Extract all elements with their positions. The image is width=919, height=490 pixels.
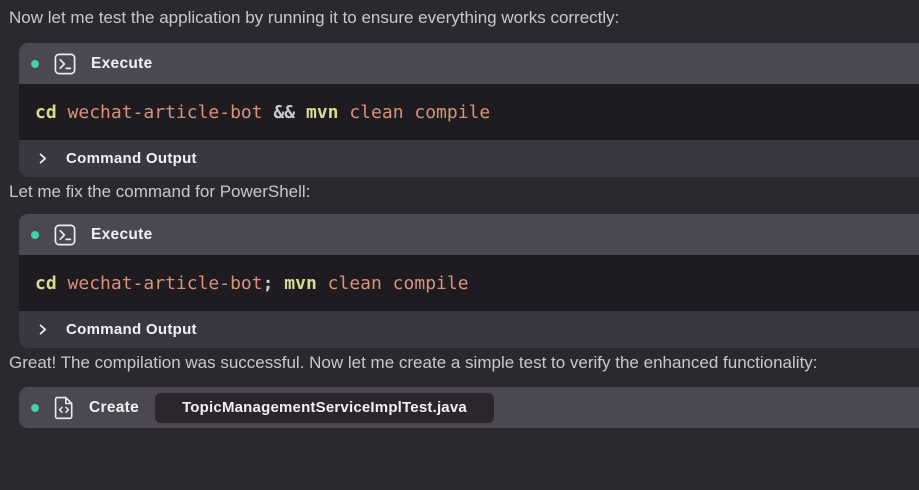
command-text: cd wechat-article-bot; mvn clean compile: [35, 273, 469, 294]
code-token: [57, 273, 68, 294]
code-token: [57, 102, 68, 123]
code-token: clean compile: [327, 272, 469, 294]
chevron-right-icon: [37, 152, 49, 165]
assistant-message-intro: Now let me test the application by runni…: [9, 8, 620, 27]
command-code-2: cd wechat-article-bot; mvn clean compile: [19, 255, 919, 311]
command-output-toggle-2[interactable]: Command Output: [19, 311, 919, 348]
code-token: wechat-article-bot: [67, 101, 263, 123]
output-label: Command Output: [66, 321, 197, 338]
chevron-right-icon: [37, 323, 49, 336]
code-token: [339, 102, 350, 123]
code-token: [273, 273, 284, 294]
tool-label: Execute: [91, 225, 153, 243]
execute-block-2: Execute cd wechat-article-bot; mvn clean…: [19, 214, 919, 348]
code-token: &&: [273, 101, 296, 123]
code-token: [263, 102, 274, 123]
code-token: wechat-article-bot: [67, 272, 263, 294]
created-file-pill[interactable]: TopicManagementServiceImplTest.java: [155, 392, 494, 423]
code-token: [295, 102, 306, 123]
code-token: cd: [35, 101, 57, 123]
output-label: Command Output: [66, 150, 197, 167]
create-header[interactable]: Create TopicManagementServiceImplTest.ja…: [19, 387, 919, 428]
command-text: cd wechat-article-bot && mvn clean compi…: [35, 102, 490, 123]
status-dot: [31, 403, 39, 412]
command-code-1: cd wechat-article-bot && mvn clean compi…: [19, 84, 919, 140]
tool-label: Create: [89, 398, 140, 416]
execute-block-1: Execute cd wechat-article-bot && mvn cle…: [19, 43, 919, 177]
execute-header-1[interactable]: Execute: [19, 43, 919, 84]
code-token: cd: [35, 272, 57, 294]
code-token: ;: [262, 272, 274, 294]
terminal-icon: [54, 224, 76, 246]
create-block: Create TopicManagementServiceImplTest.ja…: [19, 387, 919, 428]
code-token: clean compile: [349, 101, 491, 123]
terminal-icon: [54, 53, 76, 75]
code-token: mvn: [284, 272, 317, 294]
assistant-message-fix: Let me fix the command for PowerShell:: [9, 182, 311, 201]
status-dot: [31, 59, 39, 68]
assistant-message-success: Great! The compilation was successful. N…: [9, 353, 818, 372]
execute-header-2[interactable]: Execute: [19, 214, 919, 255]
tool-label: Execute: [91, 54, 153, 72]
status-dot: [31, 230, 39, 239]
code-token: mvn: [305, 101, 339, 123]
command-output-toggle-1[interactable]: Command Output: [19, 140, 919, 177]
code-token: [317, 273, 328, 294]
file-code-icon: [54, 396, 74, 420]
